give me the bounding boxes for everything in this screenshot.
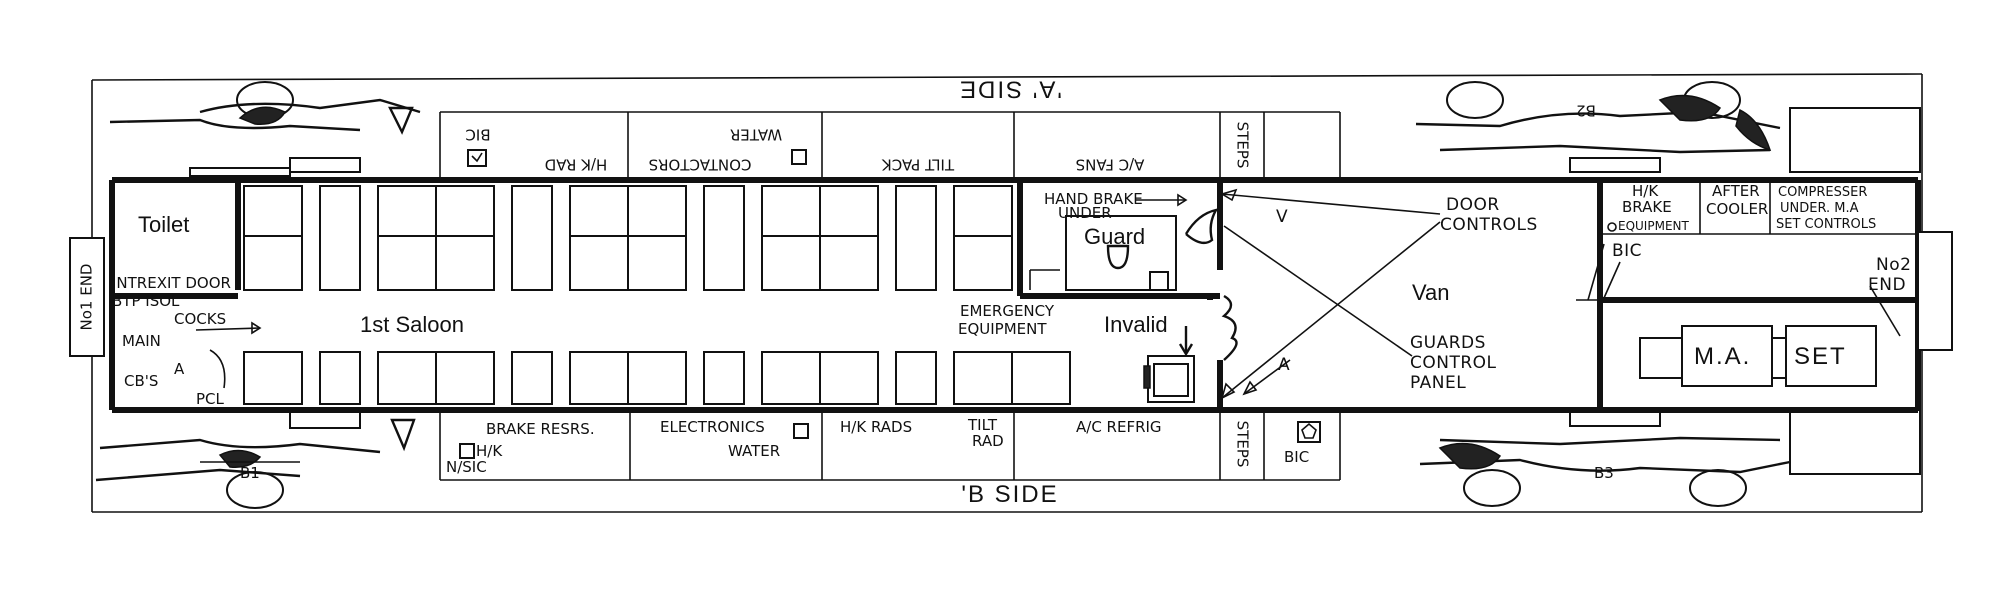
emergency-equipment-label-2: EQUIPMENT <box>958 320 1047 338</box>
saloon-seats-lower <box>243 351 1071 405</box>
pcl-label: PCL <box>196 390 225 408</box>
b-side-label: 'B SIDE <box>961 481 1058 508</box>
b-side-bic-label: BIC <box>1284 448 1309 466</box>
end-connectors <box>69 231 1953 357</box>
b-side-equipment-bays <box>439 409 1921 481</box>
toilet-label: Toilet <box>138 212 189 237</box>
bogie-b1-label: B1 <box>240 464 260 482</box>
marker-a-label: A <box>1278 355 1290 375</box>
invalid-label: Invalid <box>1104 312 1168 337</box>
compressor-label-2: UNDER. M.A <box>1780 201 1859 216</box>
a-side-water-label: WATER <box>730 126 782 144</box>
b-side-nsic-label: N/SIC <box>446 458 487 476</box>
main-cbs-label-2: CB'S <box>124 372 158 390</box>
side-equipment-icons <box>459 149 1321 459</box>
outer-frame <box>91 73 1923 513</box>
van-leader-lines <box>1220 188 1901 400</box>
after-cooler-label-1: AFTER <box>1712 182 1760 200</box>
compressor-room-bic-label: BIC <box>1612 241 1642 261</box>
marker-v-label: V <box>1276 207 1288 227</box>
ma-set-unit <box>1607 222 1877 387</box>
b-side-tilt-rad-label-1: TILT <box>967 416 998 434</box>
b-side-hk-rads-label: H/K RADS <box>840 418 912 436</box>
b-side-hk-label: H/K <box>476 442 503 460</box>
guards-panel-label-3: PANEL <box>1410 373 1466 393</box>
b-side-electronics-label: ELECTRONICS <box>660 418 765 436</box>
bogie-no1-end <box>95 81 421 509</box>
a-side-hk-rad-label: H/K RAD <box>545 156 608 174</box>
intrexit-door-label-2: BTP ISOL <box>112 292 180 310</box>
bogie-b2-label: B2 <box>1576 102 1596 120</box>
guards-panel-label-1: GUARDS <box>1410 333 1486 353</box>
ma-set-label-1: M.A. <box>1694 343 1751 370</box>
door-controls-label-2: CONTROLS <box>1440 215 1538 235</box>
hand-brake-label-2: UNDER <box>1058 204 1112 222</box>
after-cooler-label-2: COOLER <box>1706 200 1768 218</box>
van-label: Van <box>1412 280 1450 305</box>
a-side-label: 'A' SIDE <box>958 76 1062 103</box>
no2-end-label-2: END <box>1868 275 1906 295</box>
a-side-equipment-bays <box>439 107 1921 178</box>
a-side-tilt-pack-label: TILT PACK <box>881 156 955 174</box>
main-cbs-label-1: MAIN <box>122 332 161 350</box>
b-side-tilt-rad-label-2: RAD <box>972 432 1004 450</box>
emergency-equipment-label-1: EMERGENCY <box>960 302 1055 320</box>
ma-set-label-2: SET <box>1794 343 1847 370</box>
saloon-seats-upper <box>243 185 1013 291</box>
bogie-b3-label: B3 <box>1594 464 1614 482</box>
guard-label: Guard <box>1084 224 1145 249</box>
intrexit-door-label-1: INTREXIT DOOR <box>112 274 231 292</box>
compressor-label-3: SET CONTROLS <box>1776 217 1876 232</box>
no2-end-label-1: No2 <box>1876 255 1911 275</box>
b-side-ac-refrig-label: A/C REFRIG <box>1076 418 1162 436</box>
hk-brake-label-3: EQUIPMENT <box>1618 219 1689 233</box>
guards-panel-label-2: CONTROL <box>1410 353 1497 373</box>
door-controls-label-1: DOOR <box>1446 195 1500 215</box>
a-side-ac-fans-label: A/C FANS <box>1076 156 1145 174</box>
a-side-bic-label: BIC <box>465 126 490 144</box>
b-side-water-label: WATER <box>728 442 780 460</box>
a-side-contactors-label: CONTACTORS <box>649 156 752 174</box>
a-side-steps-label: STEPS <box>1234 122 1252 169</box>
hk-brake-label-1: H/K <box>1632 182 1659 200</box>
no1-end-label: No1 END <box>78 264 96 331</box>
cocks-label: COCKS <box>174 310 226 328</box>
b-side-brake-resrs-label: BRAKE RESRS. <box>486 420 595 438</box>
hand-brake-label-1: HAND BRAKE <box>1044 190 1143 208</box>
guard-compartment <box>1029 208 1238 403</box>
hk-brake-label-2: BRAKE <box>1622 198 1672 216</box>
main-cbs-a-label: A <box>174 360 185 378</box>
saloon-label: 1st Saloon <box>360 312 464 337</box>
b-side-steps-label: STEPS <box>1234 421 1252 468</box>
compressor-label-1: COMPRESSER <box>1778 185 1867 200</box>
